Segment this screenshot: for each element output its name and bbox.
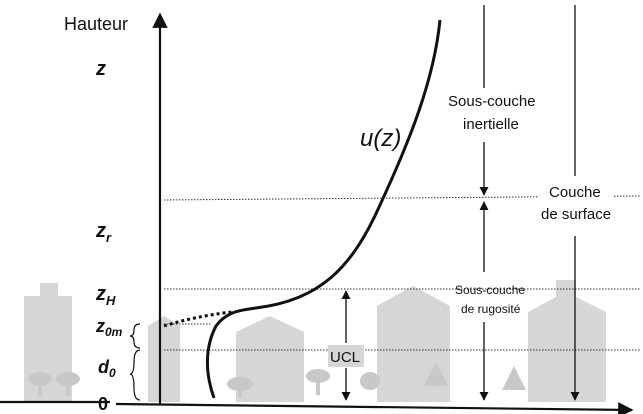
wind-profile-dotted (163, 310, 233, 328)
brace-z0m (129, 323, 141, 349)
level-label-d0: d0 (98, 357, 116, 380)
height-axis-title: Hauteur (64, 14, 128, 34)
building-small (148, 316, 180, 402)
inertial-label-line2: inertielle (463, 116, 519, 133)
urban-canopy-buildings (24, 280, 606, 402)
surface-label-background (538, 180, 614, 230)
level-label-origin: 0 (98, 394, 108, 414)
layer-arrows (341, 5, 580, 401)
roughness-label-line2: de rugosité (461, 302, 521, 316)
level-label-z0m: z0m (95, 316, 123, 339)
level-label-z: z (95, 58, 106, 80)
ucl-label: UCL (330, 349, 360, 366)
surface-label-line2: de surface (541, 206, 611, 223)
surface-label-line1: Couche (549, 184, 601, 201)
curve-label: u(z) (360, 125, 401, 152)
inertial-label-line1: Sous-couche (448, 93, 536, 110)
horizontal-axis (115, 402, 634, 414)
building-left (24, 283, 72, 402)
building-house (236, 316, 304, 402)
level-label-zr: zr (95, 220, 112, 245)
brace-d0 (129, 349, 141, 401)
ucl-label-background (328, 345, 364, 367)
building-right (528, 280, 606, 402)
tree-icon (28, 362, 526, 398)
wind-profile-curve (205, 19, 442, 399)
level-label-zH: zH (95, 283, 116, 308)
roughness-label-line1: Sous-couche (455, 283, 525, 297)
